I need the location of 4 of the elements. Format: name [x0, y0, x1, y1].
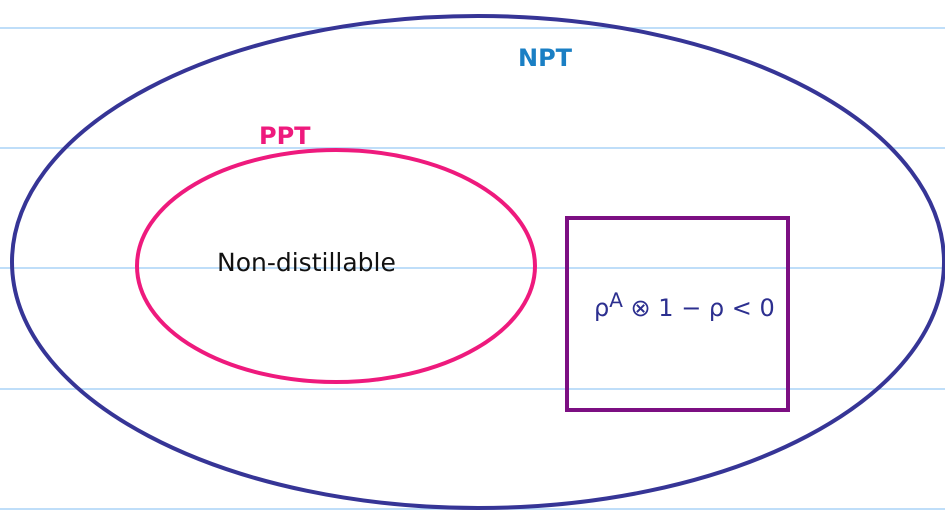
set-label: PPT: [259, 122, 311, 150]
formula-text: ρ$^{A}$ ⊗ 1 − ρ < 0: [594, 288, 775, 322]
region-label: Non-distillable: [217, 248, 396, 277]
set-label: NPT: [518, 44, 572, 72]
